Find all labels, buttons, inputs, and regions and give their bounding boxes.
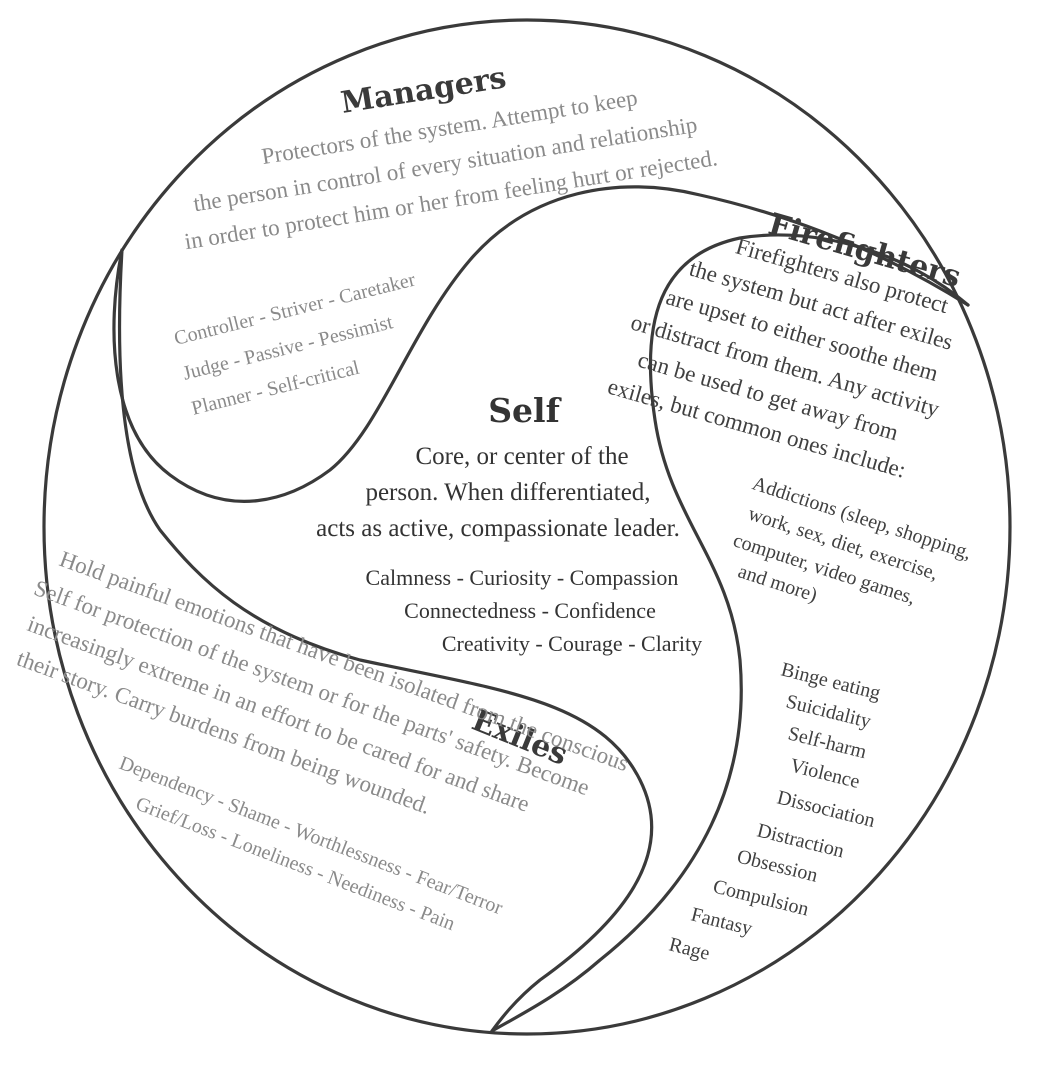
firefighters-addictions: Addictions (sleep, shopping, work, sex, … [730,472,974,609]
firefighters-behavior: Dissociation [775,787,877,833]
firefighters-behavior: Violence [788,755,862,794]
self-quality-line: Connectedness - Confidence [404,598,656,623]
firefighters-behavior: Rage [667,934,712,965]
outer-circle [42,18,1012,1036]
self-description-line: person. When differentiated, [365,479,650,506]
self-title: Self [488,391,561,430]
managers-boundary [112,185,970,503]
self-quality-line: Creativity - Courage - Clarity [442,631,702,656]
managers-group: Managers Protectors of the system. Attem… [183,60,719,254]
self-description-line: acts as active, compassionate leader. [316,515,680,542]
self-description-line: Core, or center of the [415,443,628,470]
self-group: Self Core, or center of the person. When… [316,391,702,656]
exiles-boundary [117,248,654,1033]
firefighters-behaviors: Binge eating Suicidality Self-harm Viole… [667,659,883,965]
firefighters-behavior: Fantasy [689,904,755,940]
managers-traits: Controller - Striver - Caretaker Judge -… [172,269,418,420]
self-quality-line: Calmness - Curiosity - Compassion [366,565,679,590]
firefighters-boundary [490,233,970,1033]
